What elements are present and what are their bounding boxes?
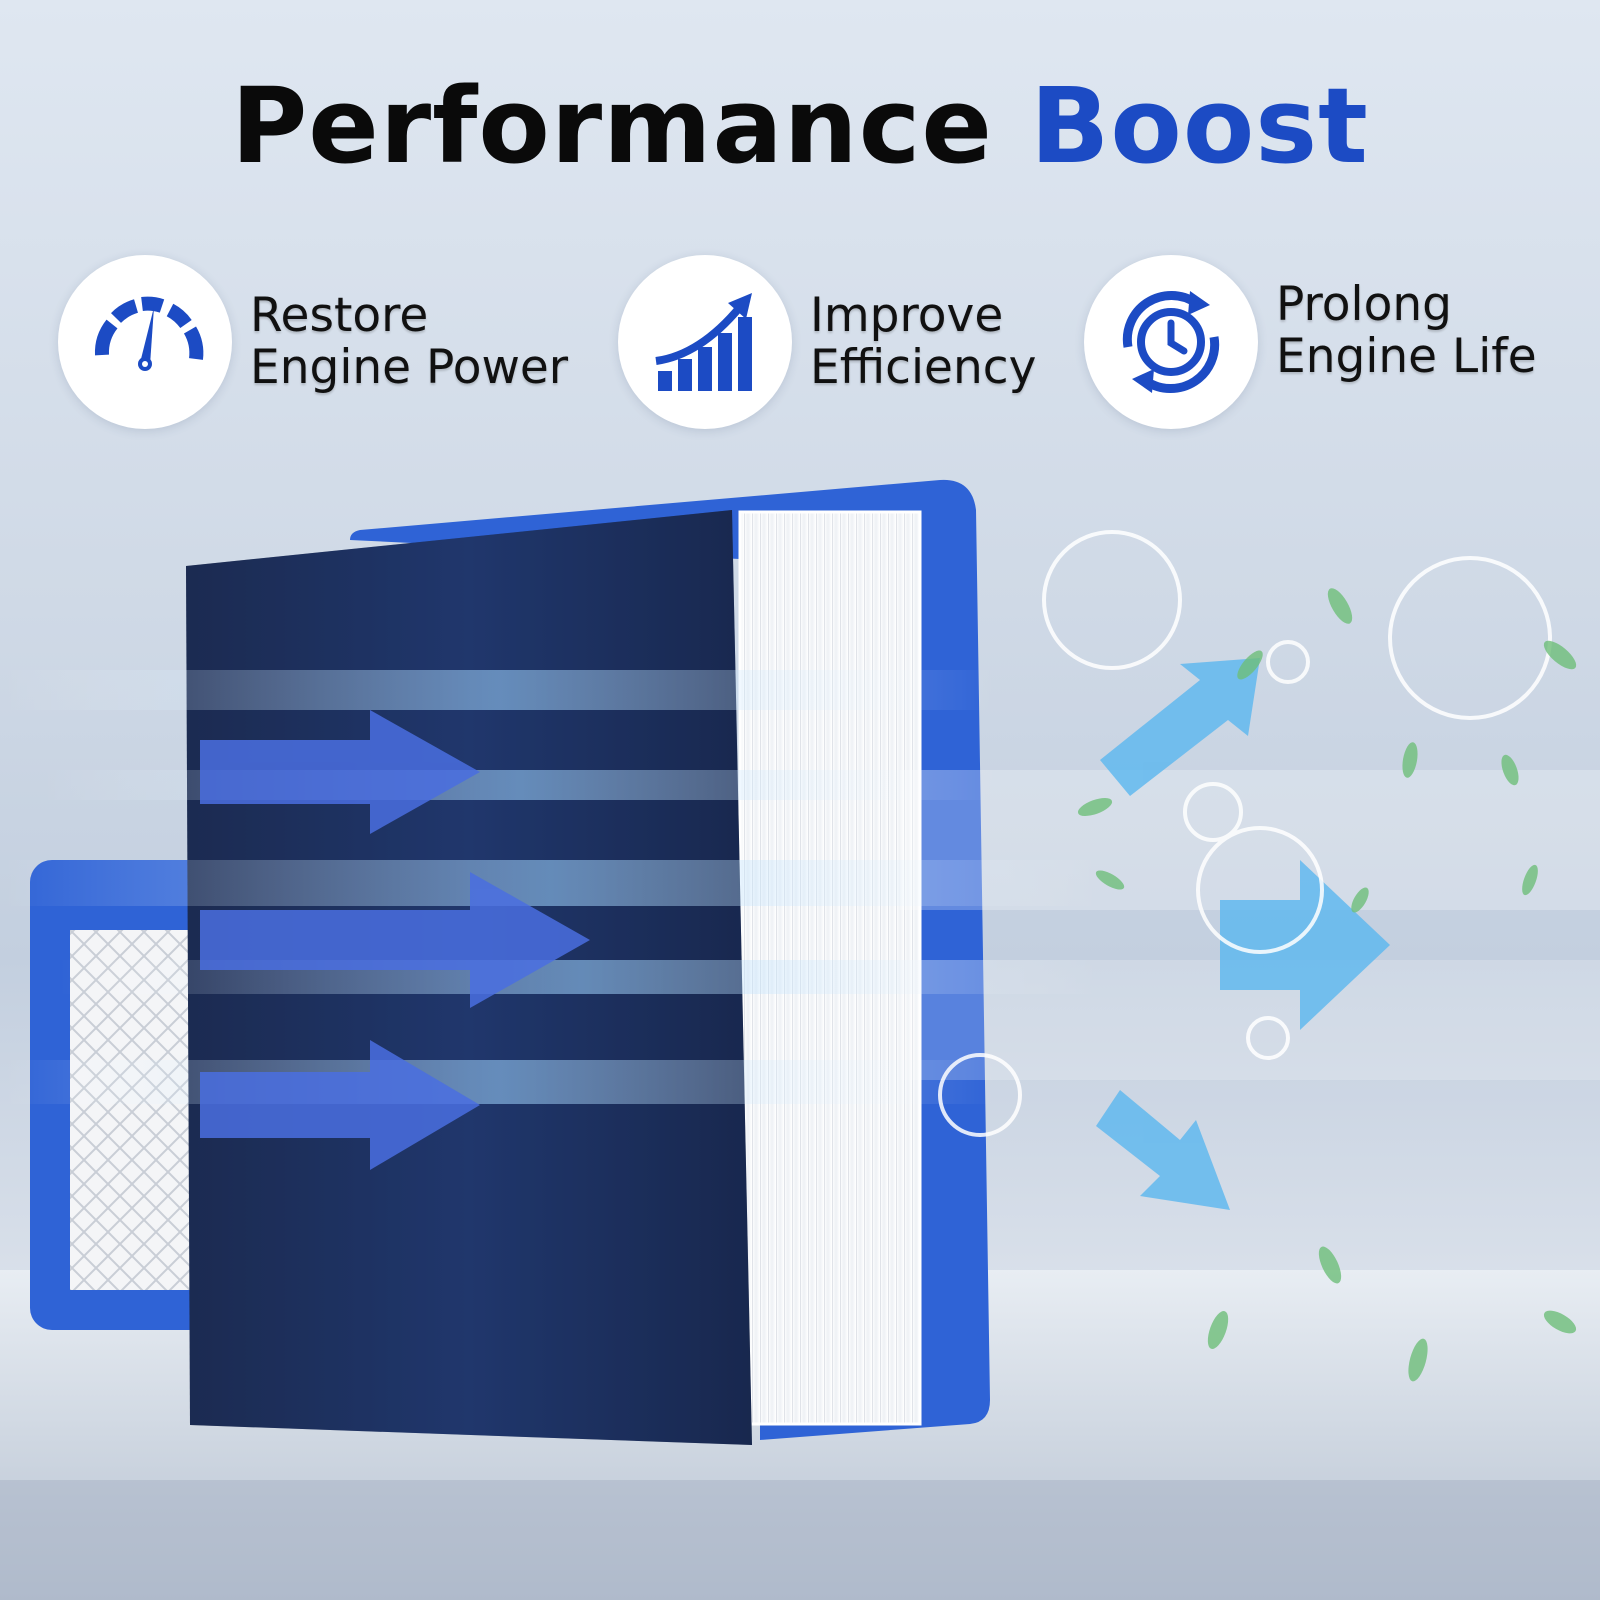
feature-line2: Efficiency xyxy=(810,340,1037,395)
feature-prolong-life: Prolong Engine Life xyxy=(1084,254,1537,430)
clock-cycle-icon xyxy=(1084,255,1258,429)
feature-line1: Prolong xyxy=(1276,277,1452,332)
airflow-arrows-in xyxy=(200,710,590,1170)
headline: Performance Boost xyxy=(0,64,1600,189)
leaves xyxy=(1077,588,1577,1382)
speedometer-icon xyxy=(58,255,232,429)
feature-label: Improve Efficiency xyxy=(810,290,1036,394)
air-filter-illustration xyxy=(0,479,1600,1600)
feature-line2: Engine Life xyxy=(1276,329,1537,384)
headline-main: Performance xyxy=(231,65,993,187)
headline-accent: Boost xyxy=(1030,65,1369,187)
feature-line1: Improve xyxy=(810,288,1004,343)
feature-label: Restore Engine Power xyxy=(250,290,568,394)
bubbles xyxy=(938,530,1552,1137)
feature-improve-efficiency: Improve Efficiency xyxy=(618,254,1036,430)
feature-label: Prolong Engine Life xyxy=(1276,279,1537,383)
floor-shadow xyxy=(0,1480,1600,1600)
feature-row: Restore Engine Power Improve Efficiency xyxy=(0,254,1600,430)
feature-line1: Restore xyxy=(250,288,429,343)
growth-chart-icon xyxy=(618,255,792,429)
feature-line2: Engine Power xyxy=(250,340,569,395)
airflow-arrows-out xyxy=(1096,658,1390,1210)
feature-restore-power: Restore Engine Power xyxy=(58,254,568,430)
product-scene xyxy=(0,440,1600,1600)
